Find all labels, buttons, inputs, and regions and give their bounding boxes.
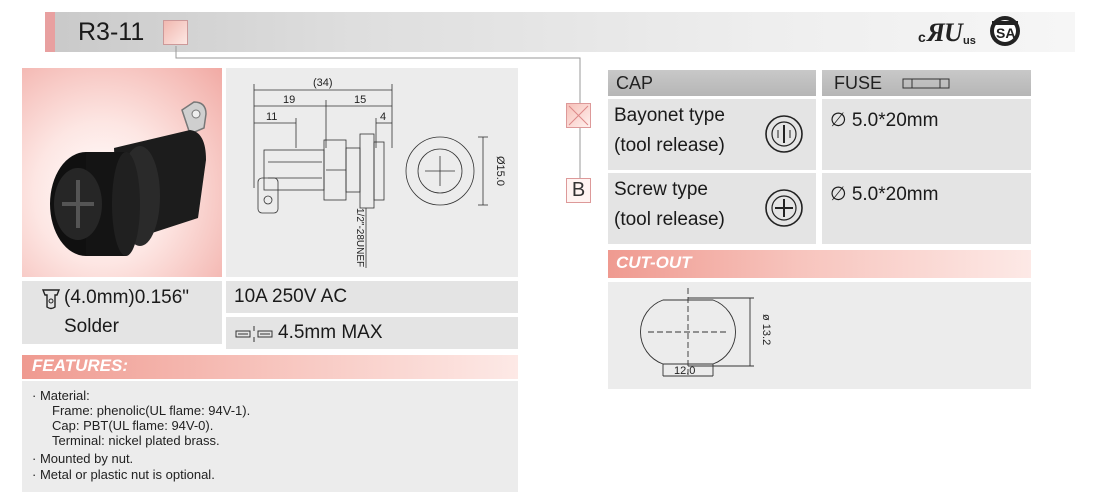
dimension-drawing: (34) 19 15 11 4 Ø15.0 1/2"-28UNEF	[253, 77, 506, 268]
bayonet-cap-icon	[765, 115, 803, 153]
feature-line: Cap: PBT(UL flame: 94V-0).	[52, 418, 214, 433]
thread-spec: 1/2"-28UNEF	[354, 208, 365, 267]
terminal-type: Solder	[64, 316, 119, 337]
row-b-fuse-cell: ∅ 5.0*20mm	[822, 173, 1031, 244]
header-band	[45, 12, 1075, 52]
features-bar	[22, 355, 518, 379]
panel-thickness-cell: 4.5mm MAX	[226, 317, 518, 349]
cutout-title: CUT-OUT	[616, 253, 692, 272]
fuse-icon	[902, 78, 950, 89]
features-title: FEATURES:	[32, 356, 129, 375]
cutout-width: 12.0	[674, 365, 695, 377]
fuse-holder-image	[50, 101, 207, 256]
cutout-drawing: 12.0 ø 13.2	[640, 288, 772, 377]
svg-text:Я: Я	[926, 18, 946, 47]
svg-text:c: c	[918, 29, 926, 45]
row-b-cap-line2: (tool release)	[614, 209, 725, 230]
feature-line: · Metal or plastic nut is optional.	[32, 467, 215, 482]
feature-line: · Mounted by nut.	[32, 451, 134, 466]
marker-a	[566, 103, 591, 128]
row-b-fuse-size: ∅ 5.0*20mm	[830, 184, 939, 205]
terminal-icon	[41, 289, 61, 310]
marker-a-cross	[568, 105, 589, 126]
terminal-spec-cell: (4.0mm)0.156" Solder	[22, 281, 222, 344]
feature-line: · Material:	[32, 388, 90, 403]
svg-text:us: us	[963, 35, 976, 47]
row-a-cap-line1: Bayonet type	[614, 105, 725, 126]
row-a-fuse-cell: ∅ 5.0*20mm	[822, 99, 1031, 170]
dim-19: 19	[283, 94, 295, 106]
cutout-diameter: ø 13.2	[760, 314, 772, 345]
cutout-bar	[608, 250, 1031, 278]
row-a-fuse-size: ∅ 5.0*20mm	[830, 110, 939, 131]
marker-b: B	[566, 178, 591, 203]
csa-icon: SA	[990, 16, 1020, 46]
row-b-cap-cell: Screw type (tool release)	[608, 173, 816, 244]
svg-text:SA: SA	[996, 25, 1015, 41]
product-photo	[22, 68, 222, 277]
dim-11: 11	[266, 111, 277, 123]
feature-line: Frame: phenolic(UL flame: 94V-1).	[52, 403, 251, 418]
cap-header-label: CAP	[616, 73, 654, 93]
cutout-box: 12.0 ø 13.2	[608, 282, 1031, 389]
dim-4: 4	[380, 111, 386, 123]
technical-drawing: (34) 19 15 11 4 Ø15.0 1/2"-28UNEF	[226, 68, 518, 277]
rating-cell: 10A 250V AC	[226, 281, 518, 313]
row-a-cap-line2: (tool release)	[614, 135, 725, 156]
model-title: R3-11	[78, 18, 145, 46]
rating-value: 10A 250V AC	[234, 286, 348, 307]
feature-line: Terminal: nickel plated brass.	[52, 433, 220, 448]
svg-text:U: U	[944, 18, 964, 47]
row-b-cap-line1: Screw type	[614, 179, 708, 200]
ul-recognized-icon: c Я U us	[918, 18, 976, 47]
row-a-cap-cell: Bayonet type (tool release)	[608, 99, 816, 170]
fuse-header: FUSE	[822, 70, 1031, 96]
terminal-size: (4.0mm)0.156"	[64, 287, 190, 308]
cap-header: CAP	[608, 70, 816, 96]
screw-cap-icon	[765, 189, 803, 227]
panel-thickness-value: 4.5mm MAX	[278, 322, 383, 343]
header-accent	[45, 12, 55, 52]
features-box: · Material: Frame: phenolic(UL flame: 94…	[22, 381, 518, 492]
fuse-header-label: FUSE	[834, 73, 883, 93]
dim-diameter: Ø15.0	[494, 156, 506, 186]
panel-thickness-icon	[235, 326, 273, 342]
dim-total: (34)	[313, 77, 333, 89]
dim-15: 15	[354, 94, 366, 106]
model-swatch	[163, 20, 188, 45]
